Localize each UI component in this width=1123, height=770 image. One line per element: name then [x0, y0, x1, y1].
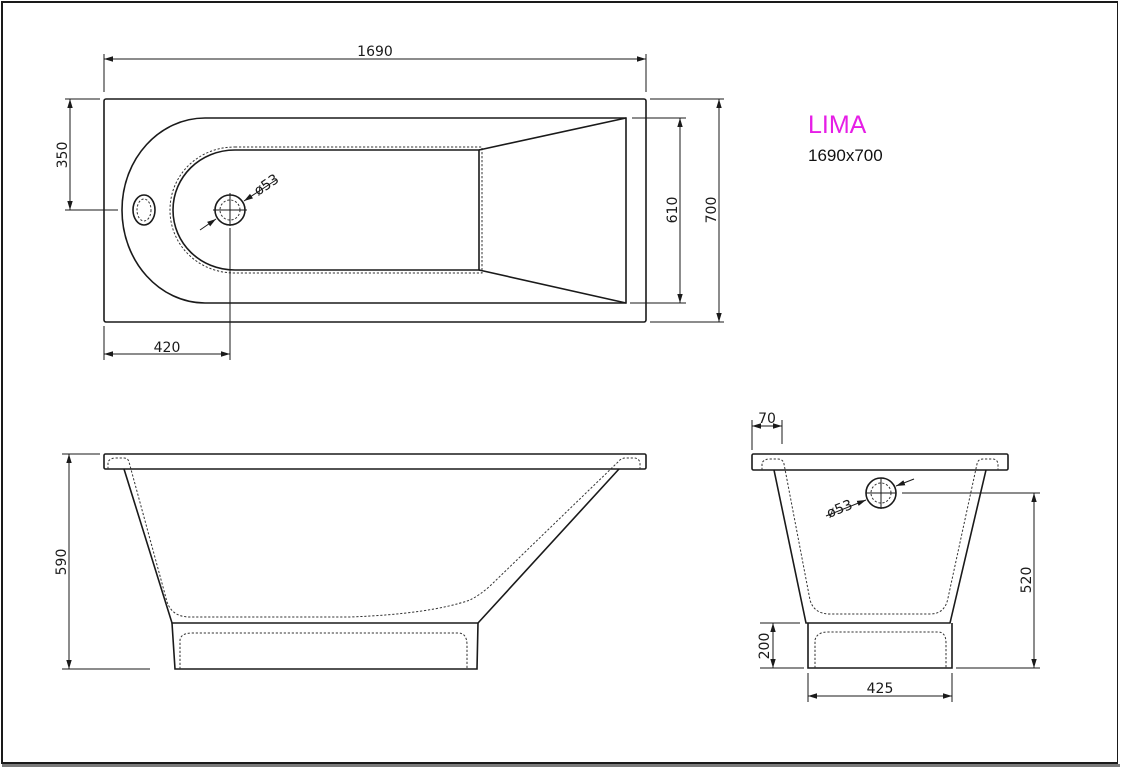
top-basin-outline [121, 117, 627, 304]
dim-drain-x-label: 420 [154, 340, 181, 356]
side-base [171, 622, 479, 670]
dim-inner-width-label: 610 [665, 197, 681, 224]
end-shell [773, 469, 987, 624]
end-base [807, 623, 953, 669]
top-drain-diameter-label: ø53 [251, 171, 282, 199]
dim-length-label: 1690 [357, 44, 393, 60]
dim-drain-y-label: 350 [55, 142, 71, 169]
top-floor-outline [172, 149, 480, 271]
top-view: ø53 1690 350 420 610 700 [55, 44, 724, 360]
product-name: LIMA [808, 111, 867, 139]
top-floor-dashed [169, 146, 483, 274]
side-view: 590 [54, 453, 647, 670]
side-rim [103, 453, 647, 470]
dim-overflow-height-label: 520 [1019, 567, 1035, 594]
overflow-hole-icon [132, 194, 156, 226]
dim-base-width-label: 425 [867, 681, 894, 697]
dim-base-height-label: 200 [757, 633, 773, 660]
frame-shadow [2, 764, 1120, 767]
dim-rim-width-label: 70 [758, 411, 776, 427]
end-view: ø53 70 520 200 425 [751, 411, 1040, 702]
end-overflow-diameter-label: ø53 [825, 497, 855, 522]
dim-height-label: 590 [54, 549, 70, 576]
side-shell [123, 468, 620, 624]
dim-outer-width-label: 700 [704, 197, 720, 224]
end-rim [751, 453, 1009, 471]
product-size: 1690x700 [808, 146, 883, 165]
